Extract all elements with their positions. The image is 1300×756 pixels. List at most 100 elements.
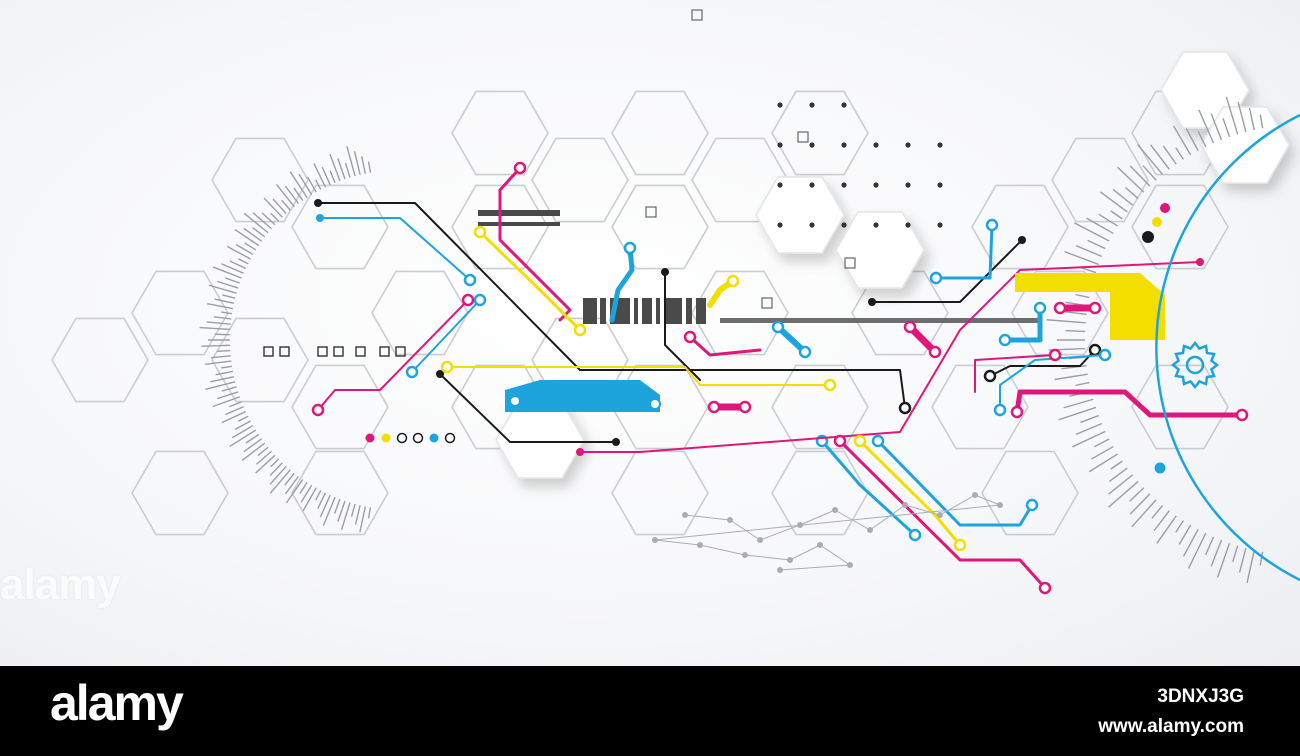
tick-mark	[199, 326, 231, 331]
tick-mark	[241, 442, 266, 461]
tick-mark	[284, 472, 295, 486]
tick-mark	[317, 492, 327, 509]
tick-mark	[1110, 210, 1123, 220]
tick-mark	[1216, 542, 1231, 578]
tick-mark	[1112, 188, 1134, 206]
tick-mark	[298, 173, 313, 196]
circuit-trace	[838, 439, 1047, 590]
circuit-trace	[478, 230, 582, 332]
tick-mark	[234, 229, 260, 247]
grid-dot	[873, 182, 879, 188]
grid-dot	[905, 142, 911, 148]
tick-mark	[1091, 445, 1114, 460]
tick-mark	[1225, 96, 1239, 135]
tick-mark	[257, 446, 269, 457]
circuit-board	[263, 9, 1300, 595]
tick-mark	[221, 386, 237, 392]
hexagon	[611, 450, 709, 536]
circuit-trace	[664, 271, 701, 381]
hexagon	[1131, 184, 1229, 270]
trace-pad	[1025, 498, 1039, 512]
trace-pad	[798, 345, 812, 359]
tick-mark	[367, 507, 372, 519]
tick-mark	[213, 316, 232, 320]
grey-link	[744, 554, 791, 561]
tick-mark	[1065, 329, 1086, 333]
tick-mark	[315, 490, 322, 501]
raised-hexagon	[835, 211, 925, 289]
tick-mark	[1238, 547, 1247, 573]
grid-dot	[905, 182, 911, 188]
circuit-trace	[974, 354, 1056, 393]
watermark-text: alamy	[0, 560, 121, 609]
tick-mark	[313, 163, 327, 188]
tick-mark	[201, 344, 231, 347]
tick-mark	[337, 158, 346, 180]
tick-mark	[206, 302, 234, 310]
tick-mark	[229, 429, 257, 448]
tick-mark	[244, 242, 257, 251]
tick-mark	[210, 375, 235, 383]
tick-mark	[1129, 493, 1151, 515]
hexagon	[771, 364, 869, 450]
raised-hexagon	[755, 176, 845, 254]
circuit-trace	[498, 166, 572, 322]
tick-mark	[1075, 244, 1103, 258]
raised-hexagon	[1200, 106, 1290, 184]
image-id: 3DNXJ3G	[1157, 686, 1244, 707]
hexagon	[835, 211, 925, 289]
circuit-trace	[871, 239, 1023, 303]
hexagon	[771, 450, 869, 536]
trace-pad	[771, 320, 785, 334]
tick-mark	[256, 450, 272, 465]
brand-logo[interactable]: alamy	[50, 675, 184, 731]
small-square	[797, 131, 809, 143]
grey-link	[759, 524, 801, 541]
trace-pad	[1235, 408, 1249, 422]
hexagon	[611, 184, 709, 270]
site-url[interactable]: www.alamy.com	[1098, 716, 1244, 737]
hexagon	[611, 90, 709, 176]
tick-mark	[243, 438, 263, 453]
circuit-trace	[688, 335, 762, 357]
tick-mark	[237, 258, 249, 265]
tick-mark	[1172, 125, 1192, 156]
tick-mark	[1129, 487, 1145, 502]
hexagon	[51, 317, 149, 403]
hexagon	[131, 450, 229, 536]
tick-mark	[1075, 422, 1103, 436]
legend-dot	[412, 432, 424, 444]
trace-pad	[316, 214, 324, 222]
tick-mark	[1246, 549, 1255, 584]
tick-mark	[1116, 166, 1145, 193]
tick-mark	[1129, 165, 1151, 187]
tick-mark	[252, 227, 266, 238]
trace-pad	[683, 330, 697, 344]
trace-pad	[440, 360, 454, 374]
tick-mark	[329, 170, 336, 184]
tick-mark	[215, 370, 234, 376]
tick-mark	[289, 171, 308, 198]
legend-dot	[444, 432, 456, 444]
circuit-trace	[1014, 389, 1245, 418]
hexagon	[291, 184, 389, 270]
tick-mark	[1087, 239, 1106, 250]
circuit-trace	[999, 354, 1106, 411]
tick-mark	[263, 197, 283, 218]
arc-node	[1154, 462, 1166, 474]
tick-mark	[221, 365, 233, 369]
grid-dot	[841, 142, 847, 148]
trace-pad	[623, 241, 637, 255]
tick-mark	[1124, 186, 1139, 200]
small-square	[761, 297, 773, 309]
small-square	[263, 346, 274, 357]
hexagon	[371, 270, 469, 356]
tick-mark	[231, 424, 254, 439]
tick-mark	[1150, 144, 1170, 170]
cyan-arc	[1155, 113, 1300, 582]
gear-outline	[1170, 340, 1220, 390]
tick-mark	[359, 506, 366, 533]
tick-mark	[1178, 524, 1192, 545]
tick-mark	[269, 469, 291, 494]
tick-mark	[208, 284, 237, 294]
